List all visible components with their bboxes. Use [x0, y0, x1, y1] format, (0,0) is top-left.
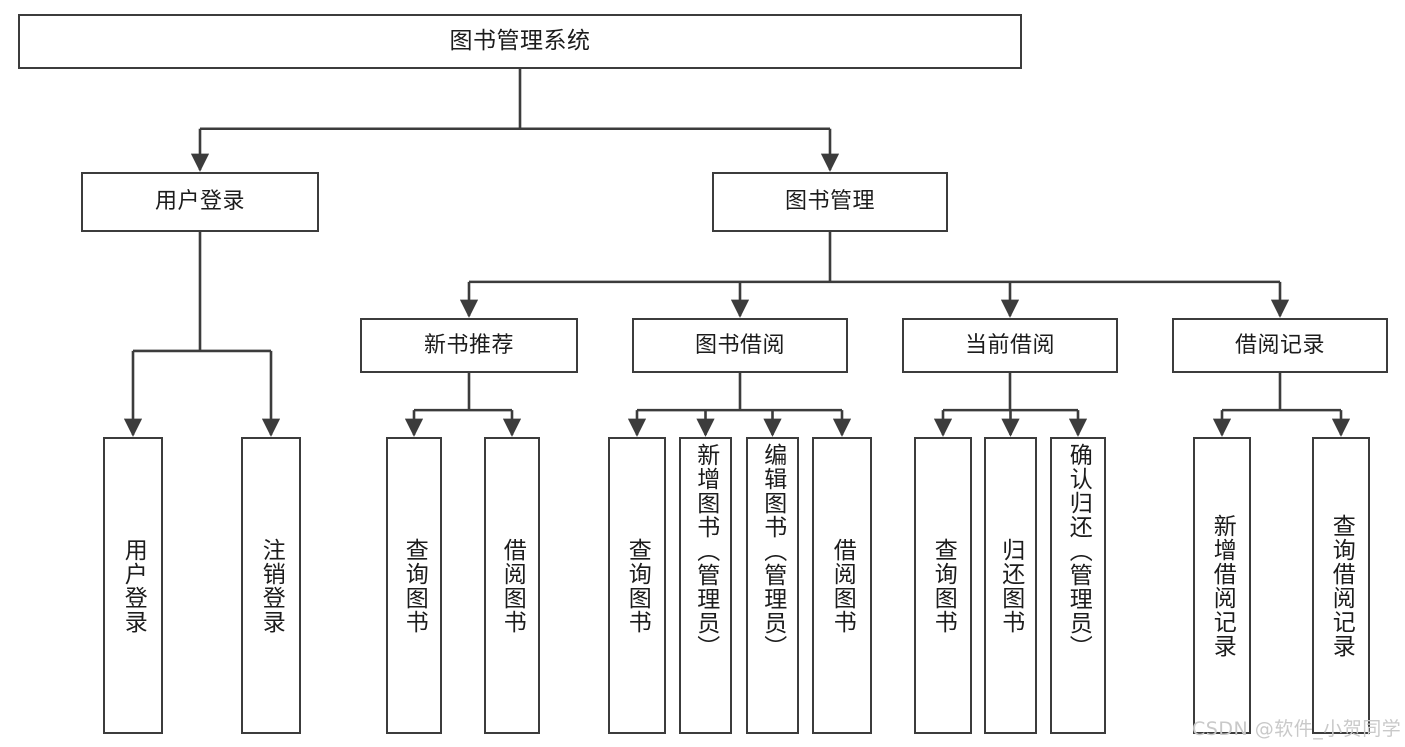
node-leaf-add-borrow-record[interactable]: 新增借阅记录 — [1193, 437, 1251, 734]
node-leaf-user-login-label: 用户登录 — [120, 537, 147, 634]
node-leaf-borrow-book-label: 借阅图书 — [829, 537, 856, 634]
node-current-borrow-label: 当前借阅 — [964, 332, 1055, 358]
node-leaf-query-book-current[interactable]: 查询图书 — [914, 437, 972, 734]
node-leaf-confirm-return-admin-label: 确认归还（管理员） — [1065, 443, 1092, 659]
node-leaf-return-book-label: 归还图书 — [997, 537, 1024, 634]
node-leaf-edit-book-admin-label: 编辑图书（管理员） — [759, 443, 786, 659]
node-book-manage-label: 图书管理 — [784, 189, 875, 215]
node-leaf-query-book-borrow[interactable]: 查询图书 — [608, 437, 666, 734]
node-new-book-recommend-label: 新书推荐 — [423, 332, 514, 358]
node-book-borrow[interactable]: 图书借阅 — [632, 318, 848, 373]
node-leaf-user-logout-label: 注销登录 — [258, 537, 285, 634]
node-leaf-query-book-rec[interactable]: 查询图书 — [386, 437, 442, 734]
node-leaf-query-book-current-label: 查询图书 — [930, 537, 957, 634]
node-user-login[interactable]: 用户登录 — [81, 172, 319, 232]
node-leaf-add-book-admin[interactable]: 新增图书（管理员） — [679, 437, 732, 734]
node-leaf-user-logout[interactable]: 注销登录 — [241, 437, 301, 734]
node-leaf-add-book-admin-label: 新增图书（管理员） — [692, 443, 719, 659]
node-leaf-edit-book-admin[interactable]: 编辑图书（管理员） — [746, 437, 799, 734]
node-leaf-return-book[interactable]: 归还图书 — [984, 437, 1037, 734]
node-leaf-confirm-return-admin[interactable]: 确认归还（管理员） — [1050, 437, 1106, 734]
node-borrow-record[interactable]: 借阅记录 — [1172, 318, 1388, 373]
node-current-borrow[interactable]: 当前借阅 — [902, 318, 1118, 373]
node-leaf-add-borrow-record-label: 新增借阅记录 — [1209, 513, 1236, 658]
node-leaf-borrow-book-rec-label: 借阅图书 — [499, 537, 526, 634]
node-new-book-recommend[interactable]: 新书推荐 — [360, 318, 578, 373]
node-root-label: 图书管理系统 — [449, 27, 591, 54]
node-leaf-borrow-book-rec[interactable]: 借阅图书 — [484, 437, 540, 734]
node-leaf-user-login[interactable]: 用户登录 — [103, 437, 163, 734]
node-leaf-query-borrow-record[interactable]: 查询借阅记录 — [1312, 437, 1370, 734]
node-book-borrow-label: 图书借阅 — [694, 332, 785, 358]
node-leaf-query-borrow-record-label: 查询借阅记录 — [1328, 513, 1355, 658]
node-leaf-query-book-rec-label: 查询图书 — [401, 537, 428, 634]
node-root[interactable]: 图书管理系统 — [18, 14, 1022, 69]
node-book-manage[interactable]: 图书管理 — [712, 172, 948, 232]
node-leaf-query-book-borrow-label: 查询图书 — [624, 537, 651, 634]
node-leaf-borrow-book[interactable]: 借阅图书 — [812, 437, 872, 734]
csdn-watermark: CSDN @软件_小贺同学 — [1192, 718, 1402, 740]
node-borrow-record-label: 借阅记录 — [1234, 332, 1325, 358]
node-user-login-label: 用户登录 — [154, 189, 245, 215]
